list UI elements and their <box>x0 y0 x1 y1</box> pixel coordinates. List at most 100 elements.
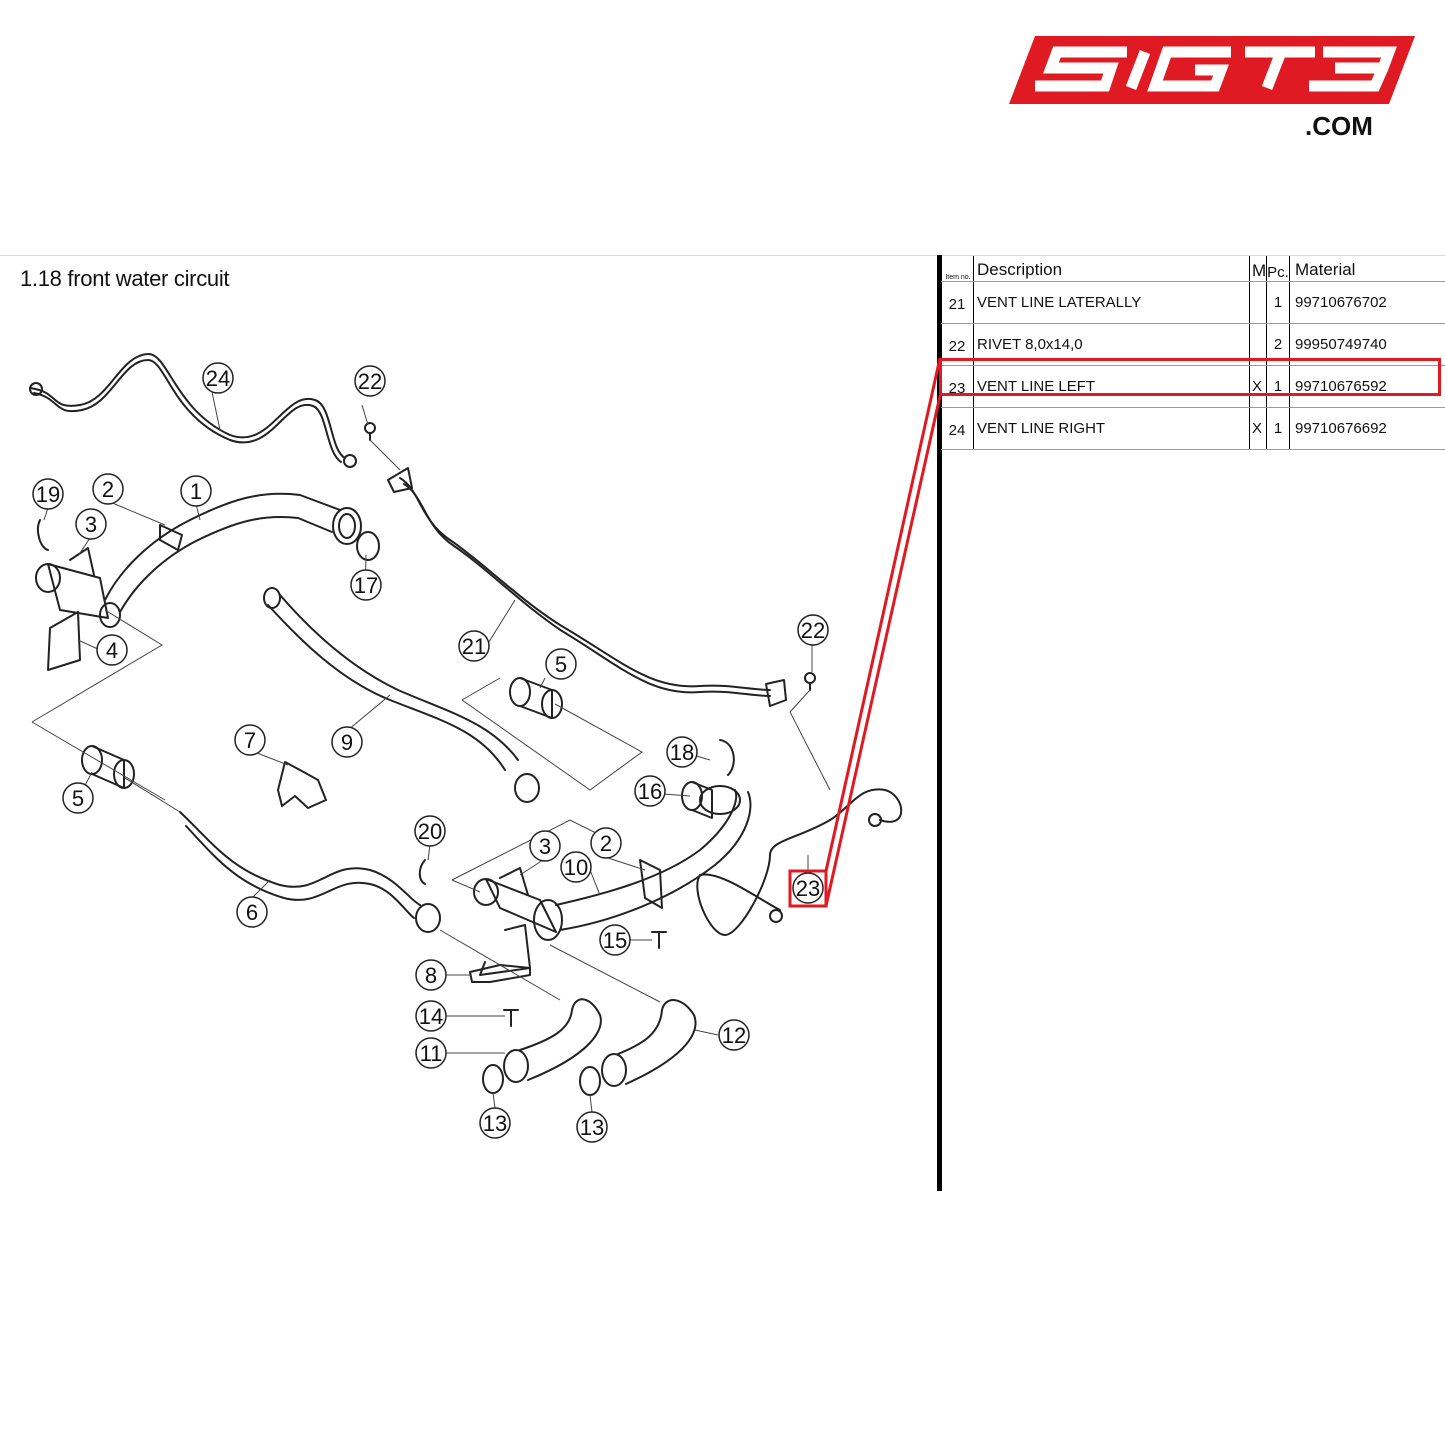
cell-pc: 1 <box>1266 365 1290 408</box>
callout-20: 20 <box>414 815 446 847</box>
cell-item: 23 <box>941 365 974 408</box>
callout-24: 24 <box>202 362 234 394</box>
svg-text:3: 3 <box>539 834 551 859</box>
part-11-pipe <box>503 998 602 1083</box>
callout-23[interactable]: 23 <box>788 869 828 908</box>
svg-text:18: 18 <box>670 740 694 765</box>
header-description: Description <box>973 256 1250 282</box>
part-2-clip <box>159 524 183 551</box>
callout-18: 18 <box>666 736 698 768</box>
svg-text:7: 7 <box>244 728 256 753</box>
svg-text:17: 17 <box>354 573 378 598</box>
svg-text:22: 22 <box>801 618 825 643</box>
part-3-4-left-t-piece <box>35 519 121 671</box>
cell-item: 24 <box>941 407 974 450</box>
part-8-bracket <box>469 964 531 983</box>
header-divider <box>0 255 1445 256</box>
cell-pc: 1 <box>1266 281 1290 324</box>
callout-22-right: 22 <box>797 614 829 646</box>
part-7-bracket <box>277 761 327 809</box>
callout-3-right: 3 <box>529 830 561 862</box>
callout-13-left: 13 <box>479 1107 511 1139</box>
cell-m <box>1249 323 1267 366</box>
part-16-clamp <box>681 739 735 819</box>
callout-16: 16 <box>634 775 666 807</box>
part-6-pipe <box>179 811 441 933</box>
svg-text:5: 5 <box>72 786 84 811</box>
callout-21: 21 <box>458 630 490 662</box>
grouping-lines <box>31 391 831 1113</box>
cell-item: 21 <box>941 281 974 324</box>
part-24-vent-line-right <box>29 352 357 468</box>
svg-text:23: 23 <box>796 876 820 901</box>
callout-1: 1 <box>180 475 212 507</box>
part-13-o-ring-b <box>579 1066 601 1096</box>
part-17-o-ring <box>356 531 380 561</box>
callout-19: 19 <box>32 478 64 510</box>
cell-pc: 2 <box>1266 323 1290 366</box>
svg-text:13: 13 <box>580 1115 604 1140</box>
part-21-vent-line-laterally <box>387 467 787 707</box>
cell-material: 99950749740 <box>1289 323 1445 366</box>
svg-text:15: 15 <box>603 928 627 953</box>
svg-text:16: 16 <box>638 779 662 804</box>
callout-15: 15 <box>599 924 631 956</box>
cell-description: VENT LINE RIGHT <box>973 407 1250 450</box>
callout-14: 14 <box>415 1000 447 1032</box>
callout-2: 2 <box>92 473 124 505</box>
svg-text:6: 6 <box>246 900 258 925</box>
svg-text:24: 24 <box>206 366 230 391</box>
part-9-pipe <box>263 587 540 803</box>
table-row[interactable]: 24 VENT LINE RIGHT X 1 99710676692 <box>941 407 1445 450</box>
cell-m: X <box>1249 365 1267 408</box>
svg-text:5: 5 <box>555 652 567 677</box>
svg-text:9: 9 <box>341 730 353 755</box>
cell-material: 99710676592 <box>1289 365 1445 408</box>
part-23-vent-line-left <box>696 788 903 936</box>
callout-6: 6 <box>236 896 268 928</box>
svg-text:13: 13 <box>483 1111 507 1136</box>
table-row-highlighted[interactable]: 23 VENT LINE LEFT X 1 99710676592 <box>941 365 1445 408</box>
svg-text:4: 4 <box>106 638 118 663</box>
table-row[interactable]: 21 VENT LINE LATERALLY 1 99710676702 <box>941 281 1445 324</box>
table-header-row: Item no. Description M Pc. Material <box>941 256 1445 282</box>
parts-table: Item no. Description M Pc. Material 21 V… <box>941 256 1445 450</box>
part-13-o-ring-a <box>482 1064 504 1094</box>
cell-m: X <box>1249 407 1267 450</box>
svg-text:12: 12 <box>722 1023 746 1048</box>
svg-text:10: 10 <box>564 855 588 880</box>
svg-text:20: 20 <box>418 819 442 844</box>
svg-text:21: 21 <box>462 634 486 659</box>
cell-description: VENT LINE LEFT <box>973 365 1250 408</box>
part-22-rivets <box>364 422 816 691</box>
logo-red-band <box>1009 36 1415 104</box>
cell-description: RIVET 8,0x14,0 <box>973 323 1250 366</box>
header-pc: Pc. <box>1266 256 1290 282</box>
svg-text:8: 8 <box>425 963 437 988</box>
callout-7: 7 <box>234 724 266 756</box>
cell-description: VENT LINE LATERALLY <box>973 281 1250 324</box>
svg-text:14: 14 <box>419 1004 443 1029</box>
callout-5-top: 5 <box>545 648 577 680</box>
callout-10: 10 <box>560 851 592 883</box>
header-item-no: Item no. <box>941 256 974 282</box>
callout-17: 17 <box>350 569 382 601</box>
table-row[interactable]: 22 RIVET 8,0x14,0 2 99950749740 <box>941 323 1445 366</box>
callout-12: 12 <box>718 1019 750 1051</box>
callout-2-right: 2 <box>590 827 622 859</box>
callout-8: 8 <box>415 959 447 991</box>
page-title: 1.18 front water circuit <box>20 266 230 291</box>
part-20-clip <box>418 859 426 885</box>
callout-13-right: 13 <box>576 1111 608 1143</box>
header-material: Material <box>1289 256 1445 282</box>
callout-5-left: 5 <box>62 782 94 814</box>
svg-text:1: 1 <box>190 479 202 504</box>
svg-text:2: 2 <box>600 831 612 856</box>
svg-text:2: 2 <box>102 477 114 502</box>
logo-suffix: .COM <box>1305 111 1373 141</box>
svg-text:3: 3 <box>85 512 97 537</box>
cell-material: 99710676692 <box>1289 407 1445 450</box>
parts-diagram: 24 22 19 2 1 3 17 4 21 5 22 7 9 18 16 5 … <box>29 352 903 1143</box>
sigt3-logo: .COM <box>1009 36 1415 141</box>
svg-text:22: 22 <box>358 369 382 394</box>
